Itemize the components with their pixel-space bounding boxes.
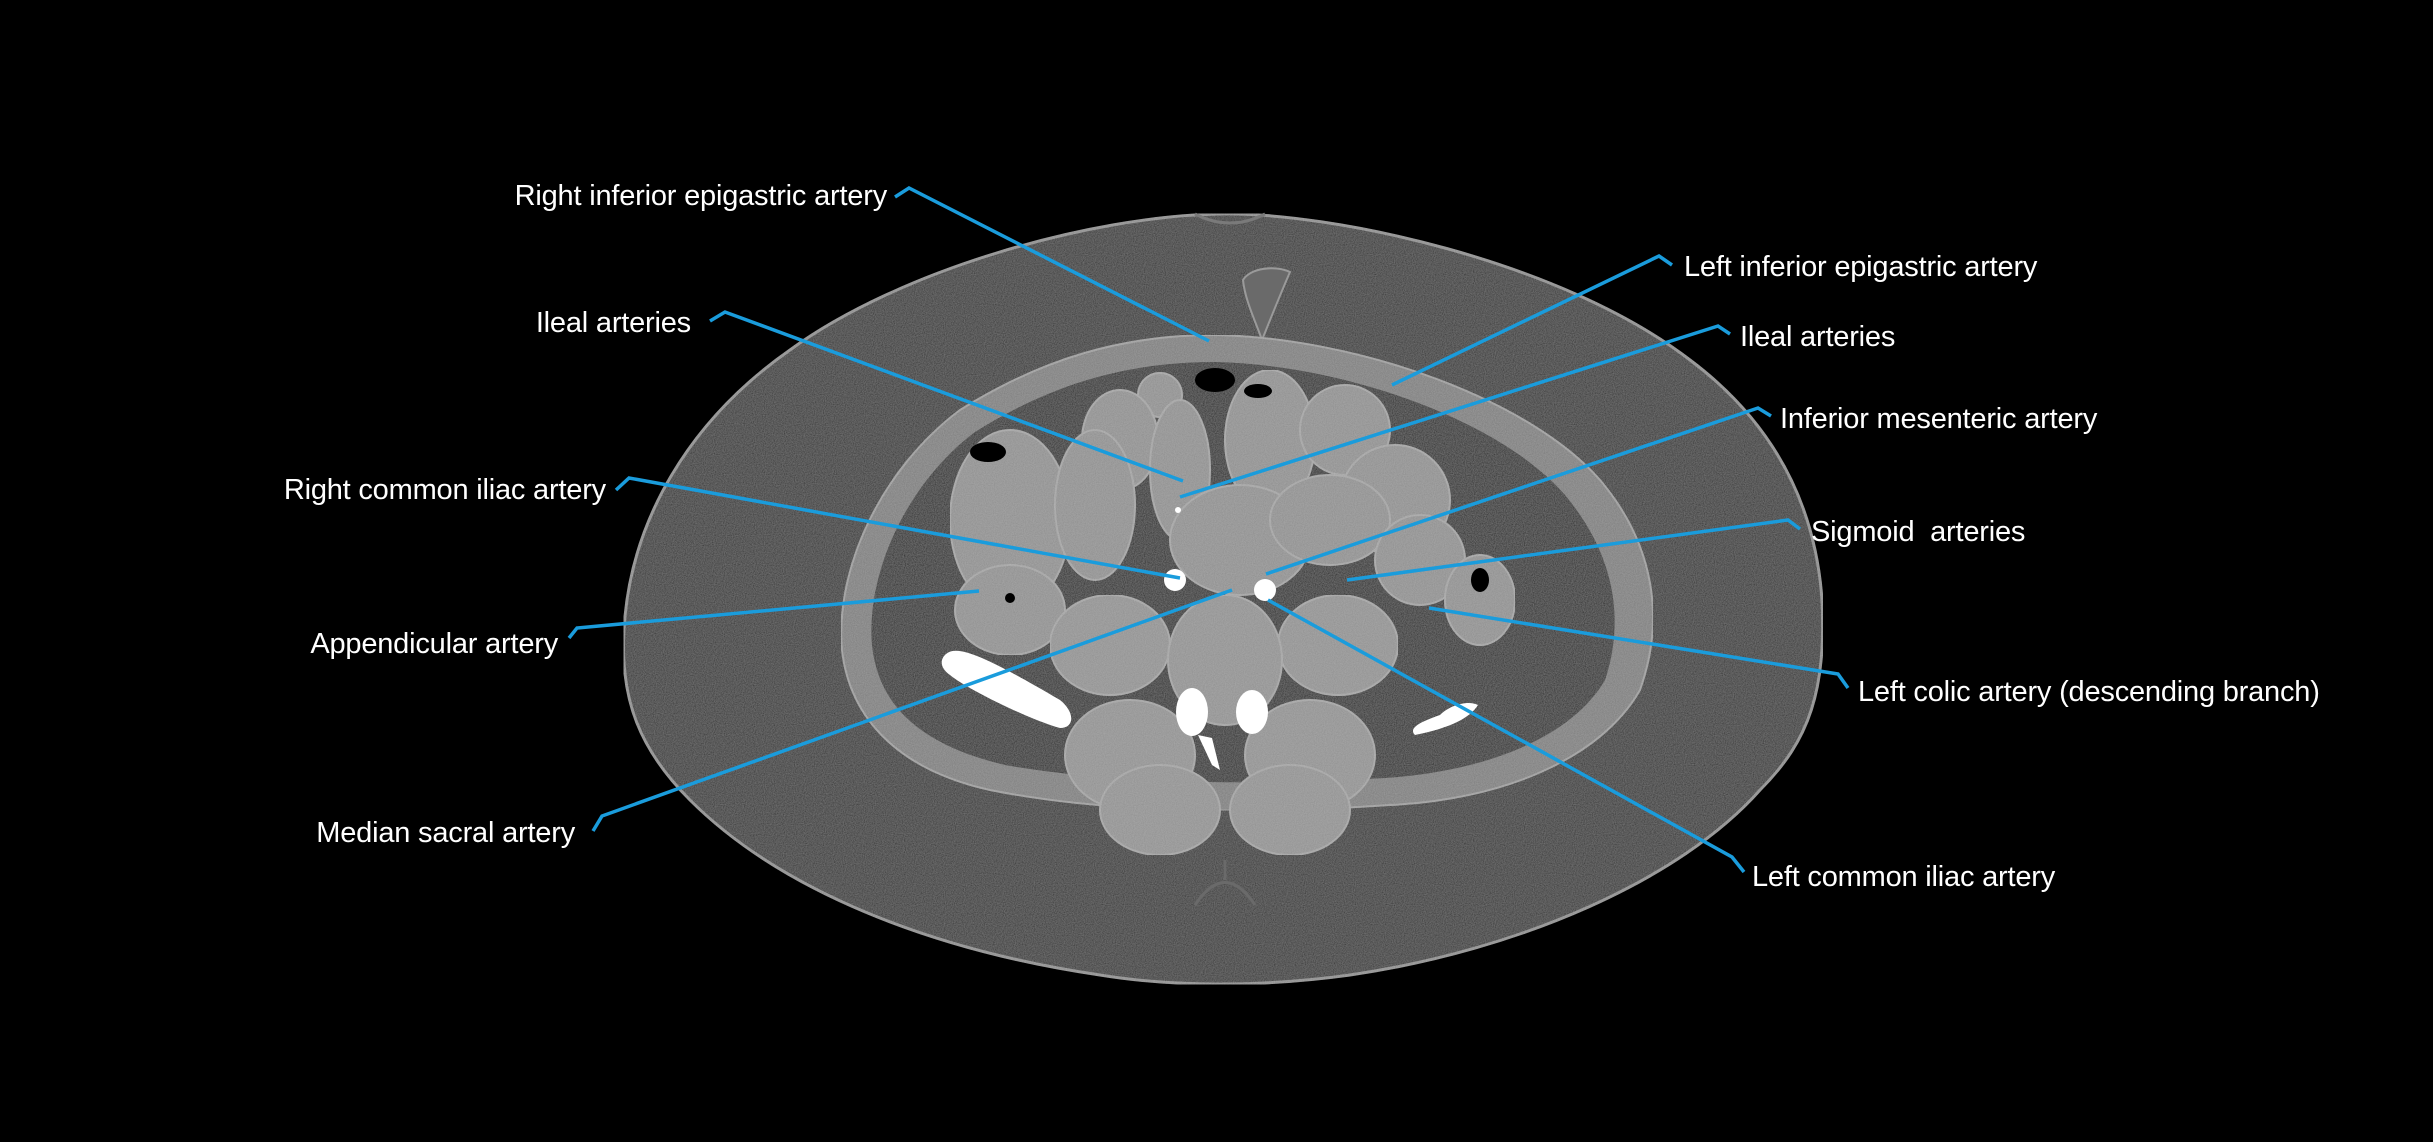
label-right-inferior-epigastric-artery: Right inferior epigastric artery	[514, 180, 888, 212]
label-median-sacral-artery: Median sacral artery	[316, 817, 575, 849]
leader-right-inferior-epigastric	[894, 185, 1210, 343]
bright-structures	[941, 507, 1478, 770]
leader-ileal-right	[1179, 324, 1731, 499]
psoas-vertebra	[1049, 594, 1399, 856]
leader-inferior-mesenteric	[1265, 406, 1772, 576]
label-sigmoid-arteries: Sigmoid arteries	[1811, 516, 2026, 548]
label-ileal-arteries-right: Ileal arteries	[1740, 321, 1896, 353]
leader-right-common-iliac	[614, 476, 1181, 580]
leader-appendicular	[567, 589, 980, 640]
leader-median-sacral	[591, 588, 1233, 832]
leader-sigmoid	[1346, 518, 1802, 582]
label-left-colic-artery: Left colic artery (descending branch)	[1858, 676, 2320, 708]
bowel-gas	[970, 368, 1489, 603]
label-left-inferior-epigastric-artery: Left inferior epigastric artery	[1684, 251, 2038, 283]
leader-left-inferior-epigastric	[1391, 253, 1673, 387]
label-left-common-iliac-artery: Left common iliac artery	[1752, 861, 2056, 893]
body-cross-section	[622, 212, 1825, 986]
label-ileal-arteries-left: Ileal arteries	[535, 307, 691, 339]
label-inferior-mesenteric-artery: Inferior mesenteric artery	[1780, 403, 2098, 435]
leader-left-colic	[1428, 606, 1850, 690]
label-appendicular-artery: Appendicular artery	[310, 628, 558, 660]
leader-left-common-iliac	[1267, 598, 1746, 874]
bowel-loops	[949, 369, 1516, 656]
label-right-common-iliac-artery: Right common iliac artery	[283, 474, 606, 506]
leader-lines	[567, 185, 1850, 874]
leader-ileal-left	[709, 310, 1184, 483]
